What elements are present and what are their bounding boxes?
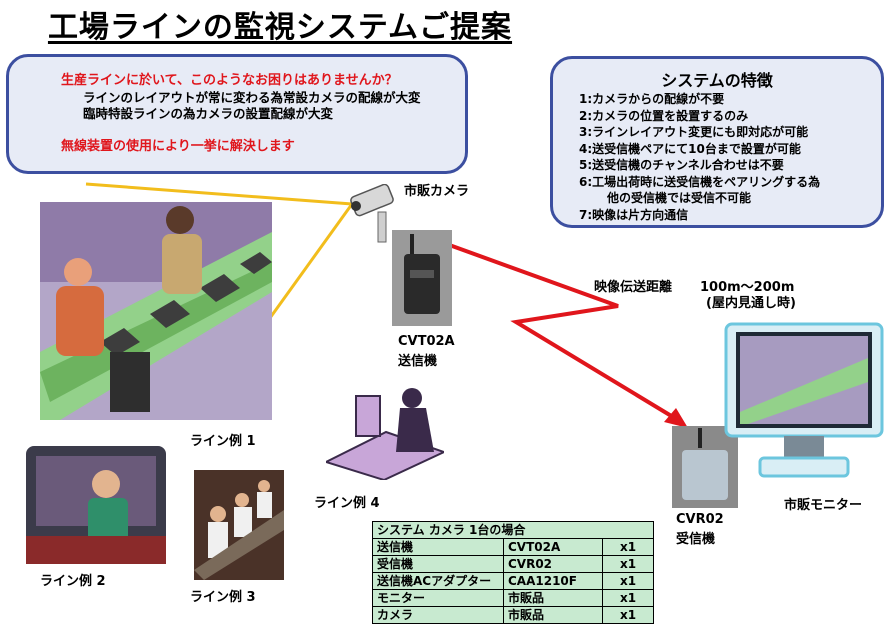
system-spec-table: システム カメラ 1台の場合 送信機 CVT02A x1 受信機 CVR02 x… [372,521,654,624]
table-cell-qty: x1 [602,606,654,624]
table-row: 受信機 CVR02 x1 [372,555,654,573]
factory-line-illustration-4 [326,388,444,480]
receiver-icon [672,426,738,508]
table-cell-qty: x1 [602,538,654,556]
transmitter-icon [392,230,452,326]
problem-question: 生産ラインに於いて、このようなお困りはありませんか？ [61,73,398,88]
features-list: 1:カメラからの配線が不要 2:カメラの位置を設置するのみ 3:ラインレイアウト… [579,91,820,223]
feature-item: 他の受信機では受信不可能 [607,191,752,205]
problem-item: ラインのレイアウトが常に変わる為常設カメラの配線が大変 [83,90,421,105]
table-cell-item: 受信機 [372,555,504,573]
table-cell-item: 送信機ACアダプター [372,572,504,590]
monitor-label: 市販モニター [784,498,863,513]
table-header-row: システム カメラ 1台の場合 [372,521,654,539]
distance-label: 映像伝送距離 [594,280,673,295]
table-cell-item: モニター [372,589,504,607]
table-cell-qty: x1 [602,589,654,607]
wireless-signal-line [429,236,680,422]
factory-line-illustration-2 [26,446,166,564]
features-box: システムの特徴 1:カメラからの配線が不要 2:カメラの位置を設置するのみ 3:… [550,56,884,228]
table-cell-model: 市販品 [503,606,603,624]
problem-item: 臨時特設ラインの為カメラの設置配線が大変 [83,106,334,121]
table-cell-qty: x1 [602,555,654,573]
table-cell-model: CAA1210F [503,572,603,590]
feature-item: 6:工場出荷時に送受信機をペアリングする為 [579,174,821,189]
transmitter-label: 送信機 [398,354,438,369]
table-cell-model: 市販品 [503,589,603,607]
table-header: システム カメラ 1台の場合 [372,521,654,539]
feature-item: 1:カメラからの配線が不要 [579,92,725,106]
line-example-4-label: ライン例 4 [314,496,380,511]
camera-icon [350,184,394,243]
page-title: 工場ラインの監視システムご提案 [47,10,513,45]
table-row: カメラ 市販品 x1 [372,606,654,624]
receiver-label: 受信機 [676,532,716,547]
feature-item: 7:映像は片方向通信 [579,207,689,222]
transmitter-model: CVT02A [398,334,455,349]
receiver-model: CVR02 [676,512,724,527]
table-cell-qty: x1 [602,572,654,590]
table-row: 送信機 CVT02A x1 [372,538,654,556]
line-example-2-label: ライン例 2 [40,574,106,589]
table-cell-item: 送信機 [372,538,504,556]
feature-item: 3:ラインレイアウト変更にも即対応が可能 [579,125,809,139]
table-row: モニター 市販品 x1 [372,589,654,607]
monitor-icon [724,322,884,478]
table-cell-model: CVT02A [503,538,603,556]
table-cell-item: カメラ [372,606,504,624]
table-row: 送信機ACアダプター CAA1210F x1 [372,572,654,590]
table-cell-model: CVR02 [503,555,603,573]
feature-item: 2:カメラの位置を設置するのみ [579,108,749,123]
solution-text: 無線装置の使用により一挙に解決します [61,139,295,154]
distance-note: (屋内見通し時) [706,296,796,311]
signal-arrowhead [664,408,688,428]
line-example-1-label: ライン例 1 [190,434,256,449]
problem-box: 生産ラインに於いて、このようなお困りはありませんか？ ラインのレイアウトが常に変… [6,54,468,174]
feature-item: 4:送受信機ペアにて10台まで設置が可能 [579,141,801,156]
line-example-3-label: ライン例 3 [190,590,256,605]
features-title: システムの特徴 [661,71,773,90]
distance-value: 100m～200m [700,280,795,295]
factory-line-illustration-1 [40,202,272,420]
camera-view-line-top [85,182,353,206]
feature-item: 5:送受信機のチャンネル合わせは不要 [579,158,784,172]
factory-line-illustration-3 [194,470,284,580]
camera-label: 市販カメラ [404,184,470,199]
